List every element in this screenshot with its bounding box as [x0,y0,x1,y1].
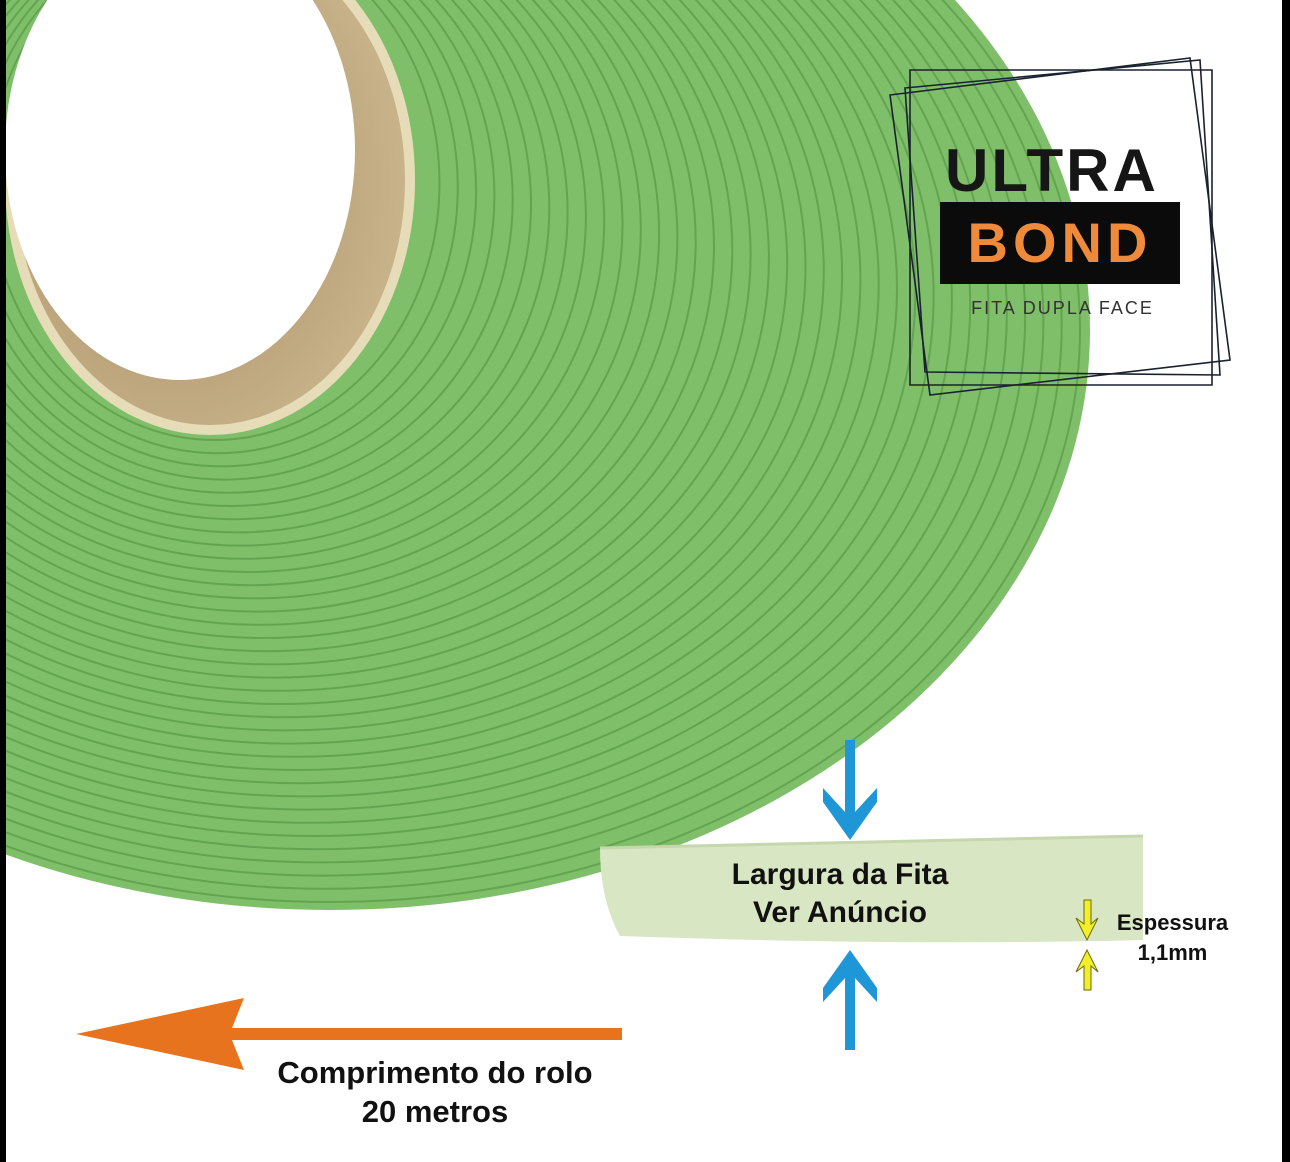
tape-layer-ring [6,0,478,468]
tape-layer-ring [6,0,514,494]
tape-layer-ring [6,0,459,455]
width-value: Ver Anúncio [753,896,927,929]
tape-layer-ring [6,0,679,613]
tape-layer-ring [6,0,789,692]
logo-tagline: FITA DUPLA FACE [971,298,1154,318]
length-value: 20 metros [361,1094,509,1129]
width-label: Largura da Fita [731,858,949,891]
logo-ultra-text: ULTRA [945,137,1159,204]
tape-layer-ring [6,0,624,573]
arrow-down-icon [1075,899,1099,942]
tape-layer-ring [6,0,770,679]
tape-layer-ring [6,0,697,626]
tape-layer-ring [6,0,1008,851]
logo-bond-text: BOND [967,211,1153,274]
tape-layer-ring [6,0,734,653]
tape-layer-ring [6,0,825,719]
tape-layer-ring [6,0,1045,877]
tape-layer-ring [6,0,496,481]
tape-layers [6,0,1081,903]
thickness-value: 1,1mm [1137,940,1208,965]
arrow-left-icon [76,998,622,1070]
tape-layer-ring [6,0,880,758]
logo-frame [889,57,1231,396]
tape-strip [600,836,1143,943]
tape-layer-ring [6,0,752,666]
tape-layer-ring [6,0,917,785]
tape-layer-ring [6,0,569,534]
tape-layer-ring [6,0,1063,890]
arrow-up-icon [1075,948,1099,991]
tape-layer-ring [6,0,660,600]
tape-layer-ring [6,0,551,521]
tape-layer-ring [6,0,1081,903]
tape-layer-ring [6,0,953,811]
tape-layer-ring [6,0,862,745]
tape-layer-ring [6,0,972,824]
tape-layer-ring [6,0,807,705]
tape-layer-ring [6,0,990,837]
tape-layer-ring [6,0,606,560]
tape-layer-ring [6,0,587,547]
tape-layer-ring [6,0,843,732]
logo-bond-box: BOND [940,202,1180,284]
length-label: Comprimento do rolo [277,1055,593,1090]
thickness-label: Espessura [1116,910,1229,935]
tape-layer-ring [6,0,715,639]
tape-layer-ring [6,0,898,771]
tape-layer-ring [6,0,935,798]
arrow-up-icon [823,950,877,1050]
tape-layer-ring [6,0,1026,864]
tape-layer-ring [6,0,532,507]
tape-layer-ring [6,0,642,587]
tape-layer-ring [6,0,441,441]
arrow-down-icon [823,740,877,840]
